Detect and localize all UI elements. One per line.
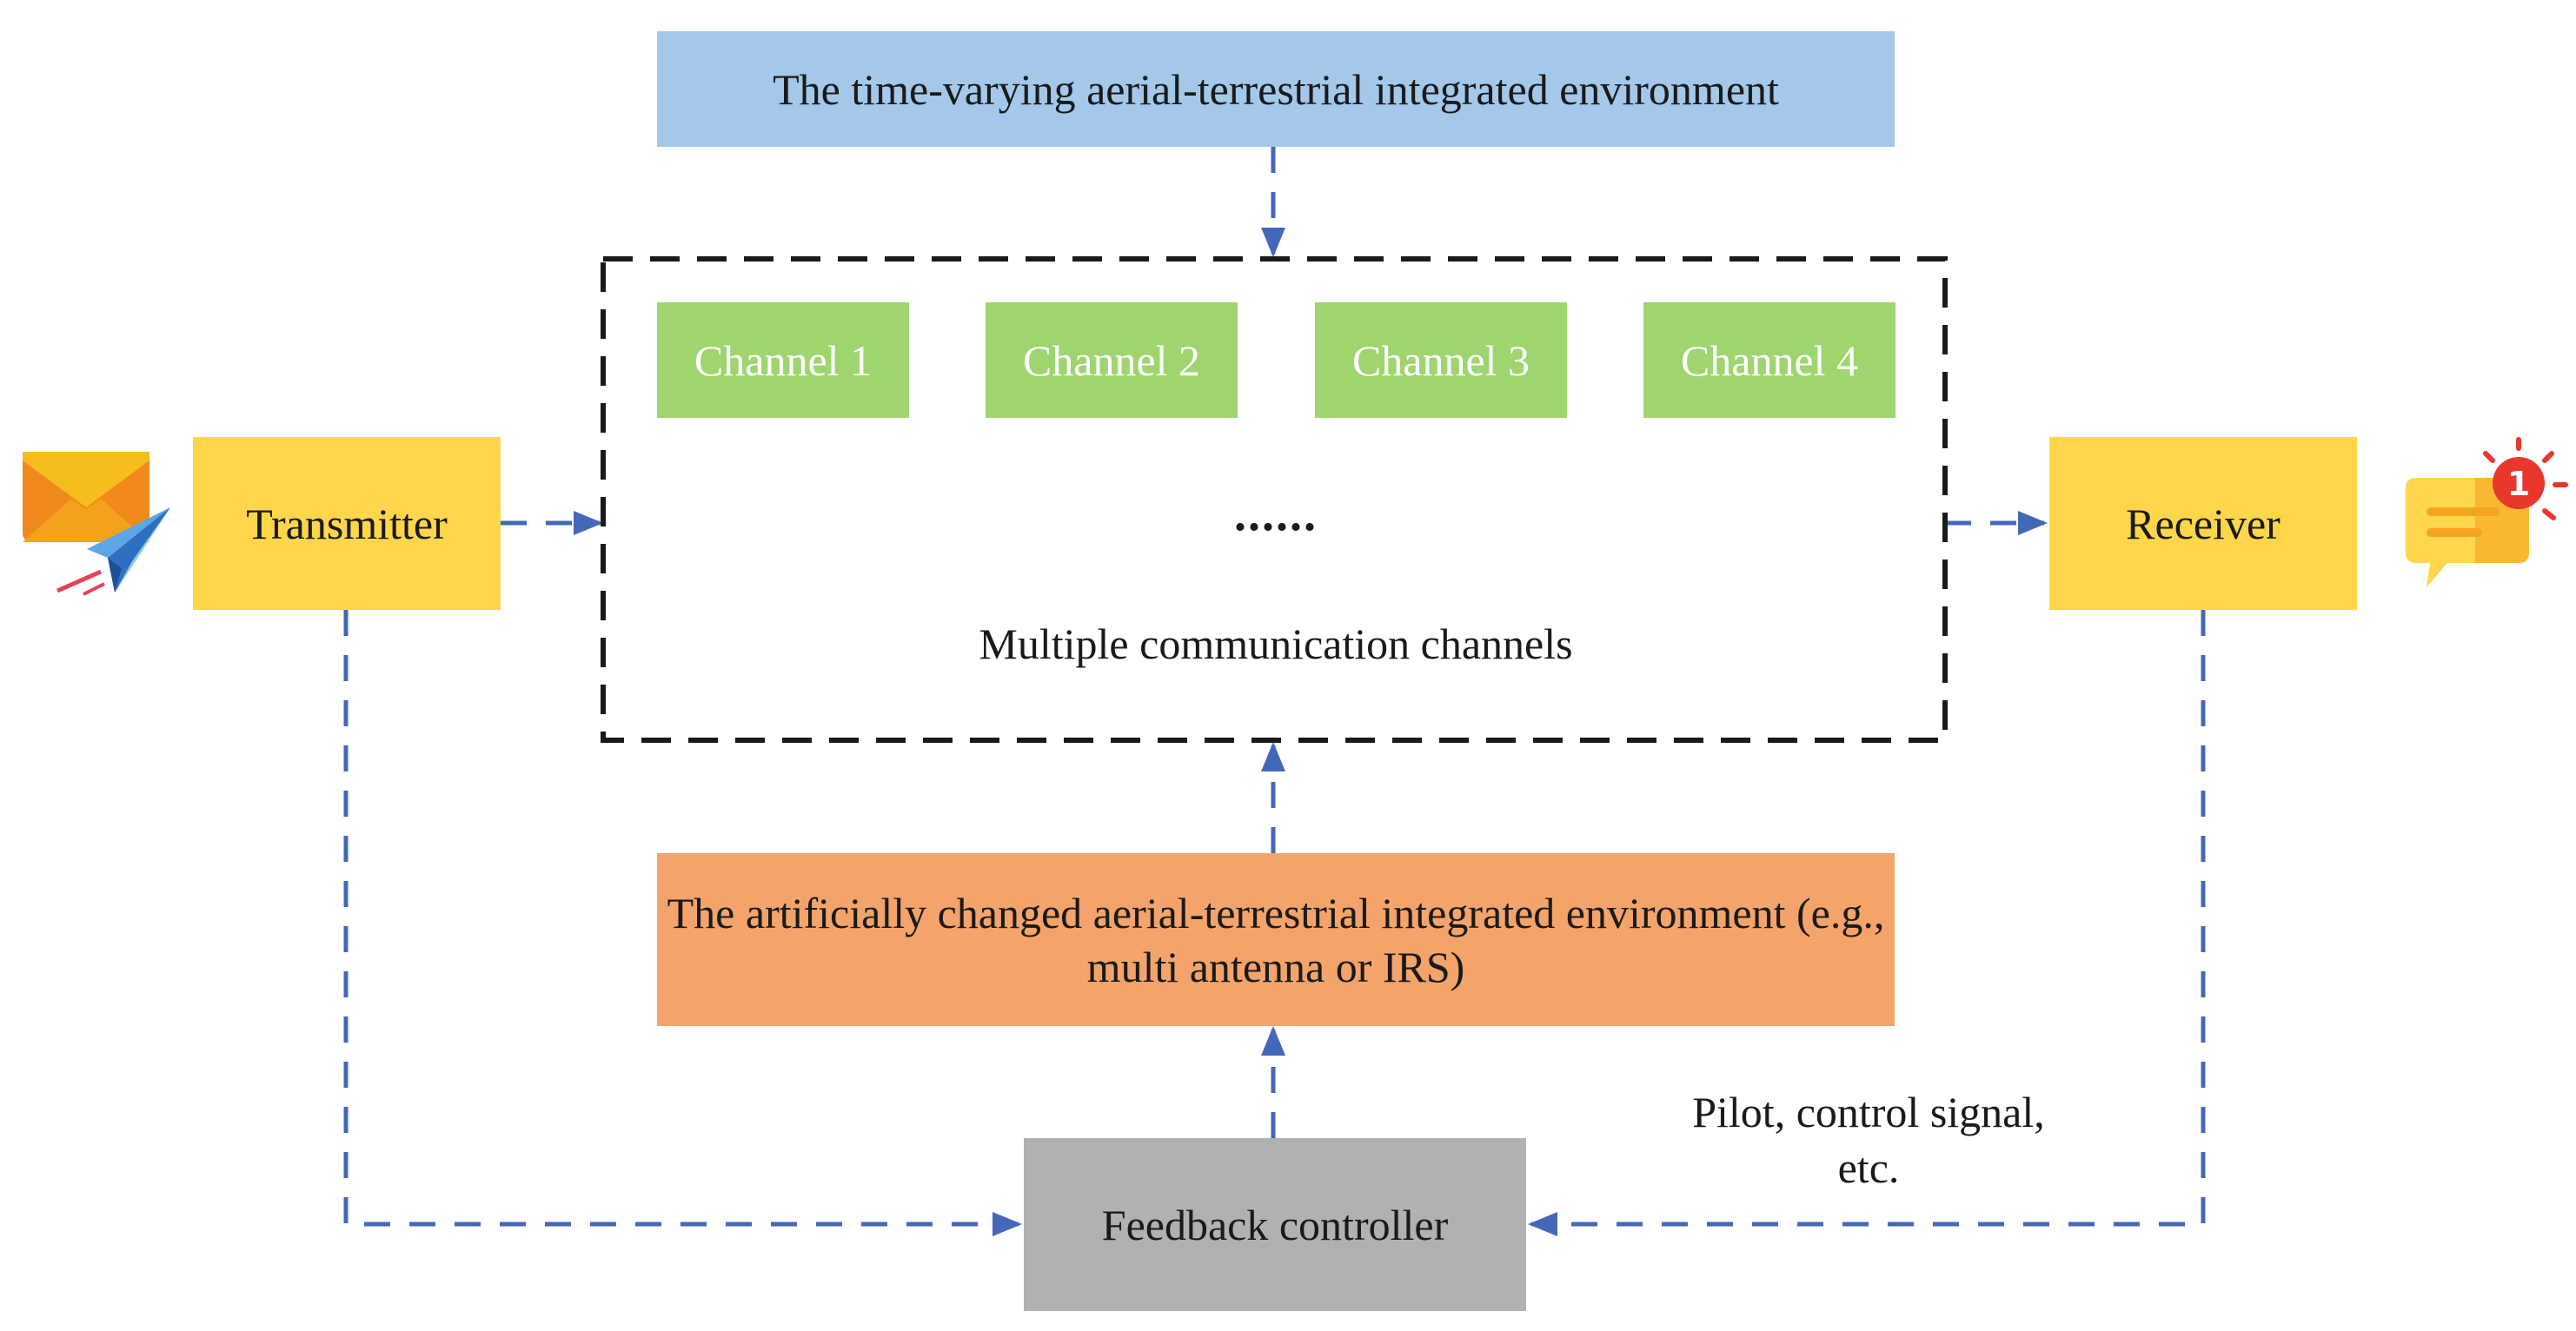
line-receiver-to-feedback: [1531, 610, 2206, 1227]
receiver-box: Receiver: [2049, 437, 2357, 610]
arrowhead-down-top: [1261, 228, 1285, 257]
channel-2-box: Channel 2: [986, 302, 1238, 418]
channel-4-box: Channel 4: [1643, 302, 1895, 418]
channel-3-box: Channel 3: [1315, 302, 1567, 418]
channels-group-frame: [601, 256, 1948, 743]
arrowhead-left-feedback: [1528, 1212, 1557, 1236]
message-notification-icon: 1: [2406, 437, 2568, 587]
artificial-environment-box: The artificially changed aerial-terrestr…: [657, 853, 1895, 1026]
channels-ellipsis: ......: [1234, 487, 1318, 541]
channel-1-box: Channel 1: [657, 302, 909, 418]
line-transmitter-to-feedback: [343, 610, 1019, 1227]
feedback-controller-box: Feedback controller: [1024, 1138, 1526, 1311]
arrowhead-up-artificial: [1261, 1026, 1285, 1056]
transmitter-box: Transmitter: [193, 437, 501, 610]
channels-group-label: Multiple communication channels: [979, 619, 1573, 668]
arrowheads: [574, 228, 2048, 1236]
arrowhead-up-channels: [1261, 742, 1285, 771]
arrowhead-right-tx: [574, 511, 603, 535]
arrowhead-right-rx: [2018, 511, 2048, 535]
mail-send-icon: [23, 452, 170, 596]
natural-environment-box: The time-varying aerial-terrestrial inte…: [657, 31, 1895, 147]
arrowhead-right-feedback: [993, 1212, 1022, 1236]
feedback-signal-label: Pilot, control signal, etc.: [1692, 1088, 2045, 1192]
notification-badge-count: 1: [2507, 465, 2530, 503]
